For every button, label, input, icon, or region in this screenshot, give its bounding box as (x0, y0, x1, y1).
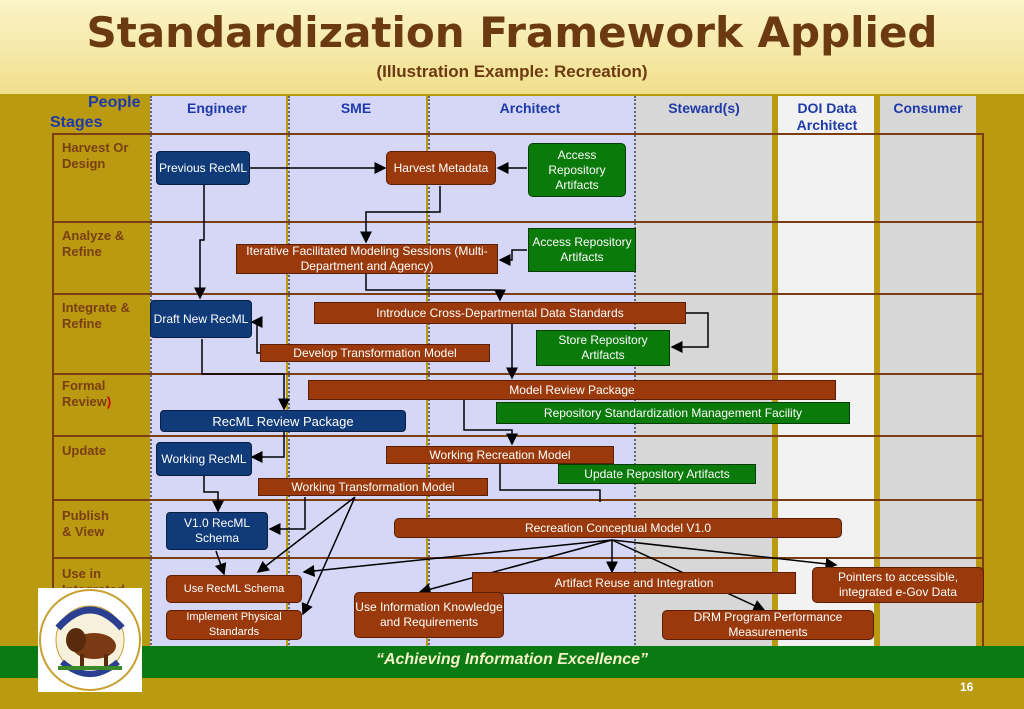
stage-formal-paren: ) (106, 394, 112, 409)
column-header-architect: Architect (499, 100, 561, 116)
repository-facility-box: Repository Standardization Management Fa… (496, 402, 850, 424)
working-recml-box: Working RecML (156, 442, 252, 476)
column-header-sme: SME (340, 100, 372, 116)
footer-bar (0, 646, 1024, 678)
develop-transformation-model-box: Develop Transformation Model (260, 344, 490, 362)
column-header-stewards: Steward(s) (668, 100, 740, 116)
previous-recml-box: Previous RecML (156, 151, 250, 185)
stage-analyze: Analyze & Refine (62, 228, 125, 259)
update-repository-artifacts-box: Update Repository Artifacts (558, 464, 756, 484)
use-recml-schema-box: Use RecML Schema (166, 575, 302, 603)
iterative-sessions-box: Iterative Facilitated Modeling Sessions … (236, 244, 498, 274)
title-banner (0, 0, 1024, 94)
column-header-doi-data-architect: DOI Data Architect (796, 100, 858, 133)
slide-subtitle: (Illustration Example: Recreation) (376, 62, 648, 81)
use-information-requirements-box: Use Information Knowledge and Requiremen… (354, 592, 504, 638)
column-header-consumer: Consumer (893, 100, 963, 116)
pointers-egov-data-box: Pointers to accessible, integrated e-Gov… (812, 567, 984, 603)
access-repository-artifacts-box-2: Access Repository Artifacts (528, 228, 636, 272)
column-header-engineer: Engineer (187, 100, 247, 116)
implement-physical-standards-box: Implement Physical Standards (166, 610, 302, 640)
lane-sme (288, 96, 426, 648)
recml-review-package-box: RecML Review Package (160, 410, 406, 432)
working-transformation-model-box: Working Transformation Model (258, 478, 488, 496)
stage-formal-label: Formal Review (62, 378, 107, 409)
access-repository-artifacts-box-1: Access Repository Artifacts (528, 143, 626, 197)
stage-harvest: Harvest Or Design (62, 140, 129, 171)
corner-stages: Stages (50, 114, 103, 131)
stage-integrate: Integrate & Refine (62, 300, 130, 331)
model-review-package-box: Model Review Package (308, 380, 836, 400)
bison-seal-icon (39, 589, 141, 691)
lane-consumer (880, 96, 976, 648)
recreation-conceptual-model-box: Recreation Conceptual Model V1.0 (394, 518, 842, 538)
drm-program-measurements-box: DRM Program Performance Measurements (662, 610, 874, 640)
stage-update: Update (62, 443, 107, 458)
draft-new-recml-box: Draft New RecML (150, 300, 252, 338)
corner-people: People (88, 94, 141, 111)
footer-slogan: “Achieving Information Excellence” (375, 651, 649, 668)
working-recreation-model-box: Working Recreation Model (386, 446, 614, 464)
slide-title: Standardization Framework Applied (86, 8, 938, 57)
stage-publish: Publish & View (62, 508, 109, 539)
artifact-reuse-box: Artifact Reuse and Integration (472, 572, 796, 594)
store-repository-artifacts-box: Store Repository Artifacts (536, 330, 670, 366)
stage-formal: Formal Review) (62, 378, 122, 410)
harvest-metadata-box: Harvest Metadata (386, 151, 496, 185)
page-number: 16 (960, 680, 974, 694)
doi-seal-logo (38, 588, 142, 692)
lane-doi (778, 96, 874, 648)
introduce-data-standards-box: Introduce Cross-Departmental Data Standa… (314, 302, 686, 324)
v1-recml-schema-box: V1.0 RecML Schema (166, 512, 268, 550)
